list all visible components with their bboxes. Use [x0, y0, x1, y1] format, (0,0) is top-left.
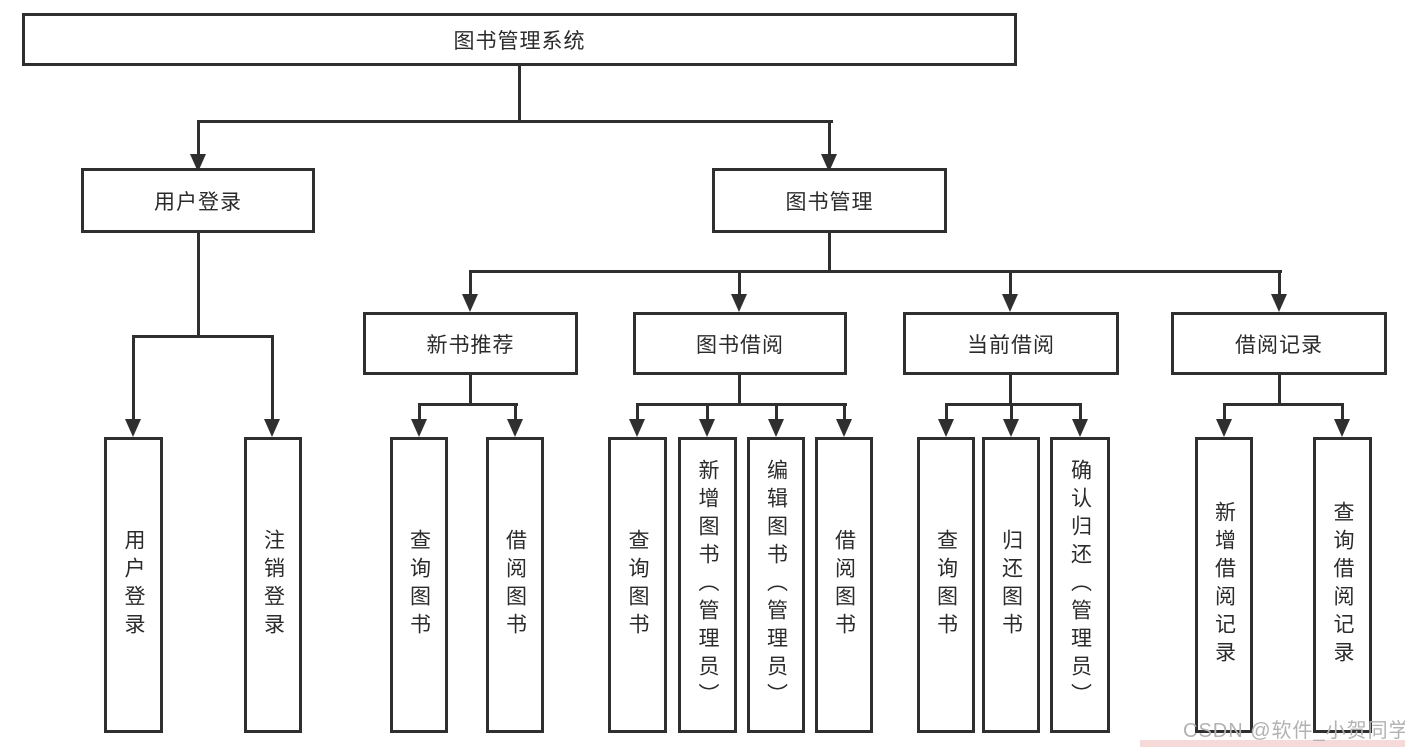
connector-line: [636, 403, 639, 419]
leaf-label: 用户登录: [122, 529, 145, 641]
node-borrowing-records: 借阅记录: [1171, 312, 1387, 375]
connector-line: [828, 233, 831, 270]
arrowhead-icon: [1334, 419, 1350, 437]
node-label: 图书借阅: [696, 333, 784, 357]
connector-line: [197, 120, 200, 156]
connector-line: [775, 403, 778, 419]
connector-line: [843, 403, 846, 419]
arrowhead-icon: [125, 419, 141, 437]
arrowhead-icon: [836, 419, 852, 437]
connector-line: [418, 403, 518, 406]
leaf-label: 借阅图书: [503, 529, 527, 641]
leaf-user-login: 用户登录: [104, 437, 163, 733]
arrowhead-icon: [1216, 419, 1232, 437]
leaf-label: 新增借阅记录: [1212, 501, 1236, 669]
connector-line: [945, 403, 1082, 406]
connector-line: [1079, 403, 1082, 419]
arrowhead-icon: [1271, 294, 1287, 312]
connector-line: [1223, 403, 1344, 406]
leaf-add-borrow-record: 新增借阅记录: [1195, 437, 1253, 733]
node-label: 图书管理: [785, 190, 874, 214]
leaf-label: 查询图书: [934, 529, 958, 641]
connector-line: [637, 403, 847, 406]
leaf-add-books-admin: 新增图书（管理员）: [678, 437, 737, 733]
leaf-label: 注销登录: [261, 529, 285, 641]
connector-line: [470, 270, 1282, 273]
leaf-label: 查询借阅记录: [1331, 501, 1354, 669]
arrowhead-icon: [264, 419, 280, 437]
arrowhead-icon: [699, 419, 715, 437]
connector-line: [469, 270, 472, 294]
node-book-management: 图书管理: [712, 168, 947, 233]
connector-line: [1278, 375, 1281, 405]
connector-line: [1223, 403, 1226, 419]
leaf-label: 确认归还（管理员）: [1068, 459, 1092, 711]
connector-line: [1341, 403, 1344, 419]
arrowhead-icon: [1003, 419, 1019, 437]
arrowhead-icon: [629, 419, 645, 437]
arrowhead-icon: [1072, 419, 1088, 437]
connector-line: [828, 120, 831, 156]
arrowhead-icon: [190, 154, 206, 172]
connector-line: [1010, 403, 1013, 419]
connector-line: [518, 66, 521, 120]
connector-line: [132, 335, 135, 419]
connector-line: [469, 375, 472, 405]
node-new-book-recommend: 新书推荐: [363, 312, 578, 375]
leaf-return-books: 归还图书: [982, 437, 1040, 733]
leaf-edit-books-admin: 编辑图书（管理员）: [747, 437, 805, 733]
node-label: 图书管理系统: [453, 29, 586, 53]
arrowhead-icon: [768, 419, 784, 437]
node-label: 当前借阅: [967, 333, 1055, 357]
leaf-label: 归还图书: [999, 529, 1023, 641]
connector-line: [1278, 270, 1281, 294]
connector-line: [197, 233, 200, 337]
connector-line: [1009, 375, 1012, 405]
watermark-strip: [1140, 740, 1405, 747]
connector-line: [706, 403, 709, 419]
connector-line: [418, 403, 421, 419]
leaf-label: 查询图书: [407, 529, 431, 641]
leaf-borrow-books-borrowing: 借阅图书: [815, 437, 873, 733]
leaf-label: 查询图书: [626, 529, 649, 641]
arrowhead-icon: [731, 294, 747, 312]
connector-line: [738, 270, 741, 294]
leaf-logout: 注销登录: [244, 437, 302, 733]
arrowhead-icon: [1002, 294, 1018, 312]
leaf-label: 借阅图书: [832, 529, 856, 641]
node-book-borrowing: 图书借阅: [633, 312, 847, 375]
leaf-query-books-recommend: 查询图书: [390, 437, 448, 733]
leaf-query-books-borrowing: 查询图书: [608, 437, 667, 733]
connector-line: [271, 335, 274, 419]
arrowhead-icon: [507, 419, 523, 437]
arrowhead-icon: [462, 294, 478, 312]
node-label: 用户登录: [154, 190, 242, 214]
connector-line: [738, 375, 741, 405]
leaf-label: 编辑图书（管理员）: [764, 459, 788, 711]
arrowhead-icon: [411, 419, 427, 437]
node-user-login: 用户登录: [81, 168, 315, 233]
node-label: 借阅记录: [1235, 333, 1323, 357]
leaf-query-books-current: 查询图书: [917, 437, 975, 733]
connector-line: [514, 403, 517, 419]
watermark-text: CSDN @软件_小贺同学: [1183, 720, 1405, 742]
node-label: 新书推荐: [426, 333, 515, 357]
connector-line: [132, 335, 274, 338]
arrowhead-icon: [938, 419, 954, 437]
leaf-label: 新增图书（管理员）: [696, 459, 719, 711]
arrowhead-icon: [821, 154, 837, 172]
connector-line: [1009, 270, 1012, 294]
leaf-borrow-books-recommend: 借阅图书: [486, 437, 544, 733]
connector-line: [945, 403, 948, 419]
leaf-query-borrow-record: 查询借阅记录: [1313, 437, 1372, 733]
leaf-confirm-return-admin: 确认归还（管理员）: [1050, 437, 1110, 733]
node-current-borrowing: 当前借阅: [903, 312, 1119, 375]
node-library-management-system: 图书管理系统: [22, 13, 1017, 66]
connector-line: [197, 120, 833, 123]
